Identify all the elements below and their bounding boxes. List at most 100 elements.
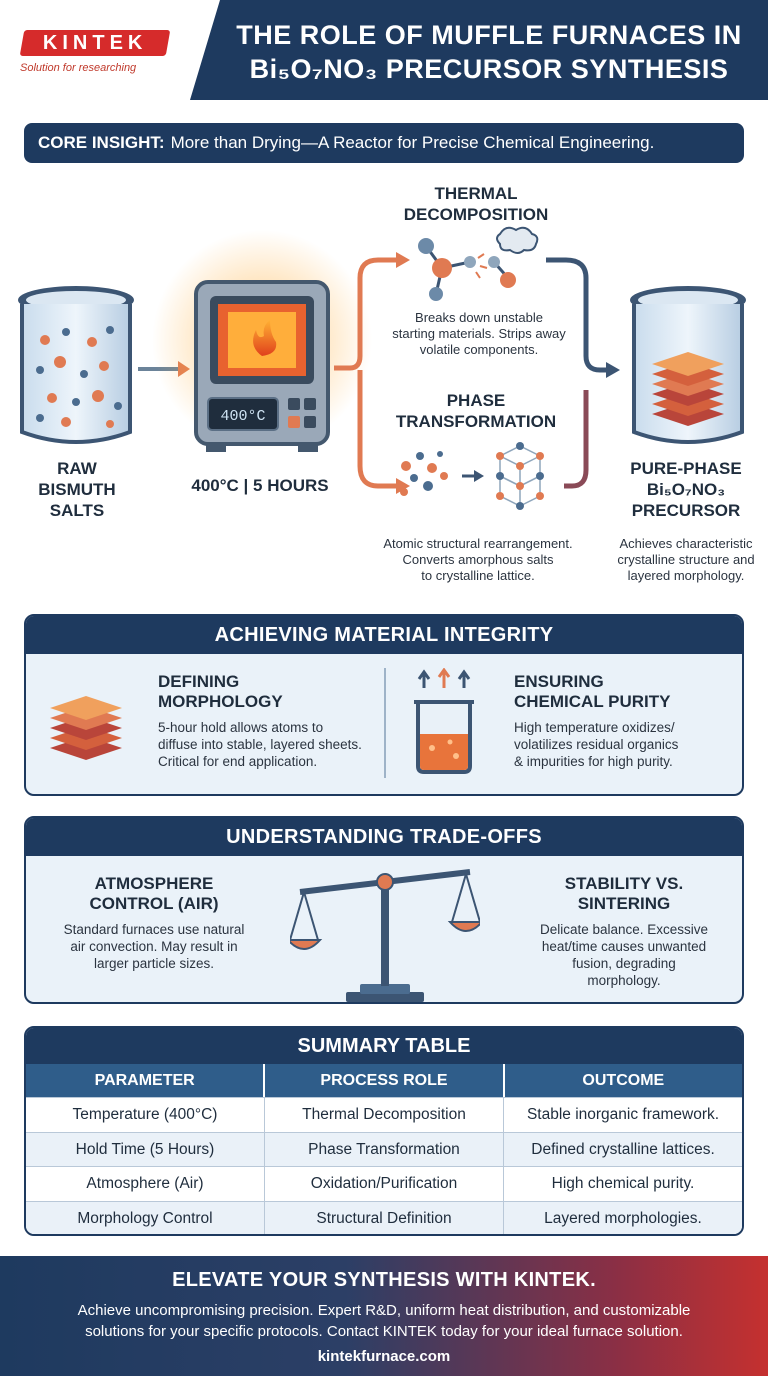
transformation-title-2: TRANSFORMATION (395, 412, 557, 431)
footer-cta: ELEVATE YOUR SYNTHESIS WITH KINTEK. Achi… (0, 1256, 768, 1376)
transformation-desc: Atomic structural rearrangement. Convert… (366, 536, 590, 584)
decomposition-desc-2: starting materials. Strips away (392, 326, 566, 341)
beaker-vapor-icon (414, 668, 474, 774)
transformation-desc-1: Atomic structural rearrangement. (383, 536, 573, 551)
stability-desc-4: morphology. (587, 973, 661, 988)
table-cell: Thermal Decomposition (265, 1098, 504, 1132)
header-band (190, 0, 768, 100)
title-line-1: THE ROLE OF MUFFLE FURNACES IN (236, 20, 742, 50)
stability-heading: STABILITY VS. SINTERING (516, 874, 732, 914)
purity-heading-1: ENSURING (514, 672, 604, 691)
footer-url-link[interactable]: kintekfurnace.com (317, 1348, 451, 1365)
purity-heading: ENSURING CHEMICAL PURITY (514, 672, 670, 712)
footer-line-2: solutions for your specific protocols. C… (85, 1323, 683, 1340)
raw-line-2: BISMUTH (38, 480, 116, 499)
insight-label: CORE INSIGHT: (38, 133, 165, 152)
morphology-desc-1: 5-hour hold allows atoms to (158, 720, 324, 735)
product-line-3: PRECURSOR (631, 501, 741, 520)
integrity-panel: ACHIEVING MATERIAL INTEGRITY DEFINING MO… (24, 614, 744, 796)
transformation-desc-2: Converts amorphous salts (402, 552, 554, 567)
table-row: Temperature (400°C) Thermal Decompositio… (26, 1097, 742, 1132)
product-desc-1: Achieves characteristic (619, 536, 753, 551)
purity-desc-1: High temperature oxidizes/ (514, 720, 675, 735)
table-cell: Structural Definition (265, 1201, 504, 1234)
table-cell: Stable inorganic framework. (526, 1106, 720, 1123)
transformation-desc-3: to crystalline lattice. (421, 568, 535, 583)
footer-title: ELEVATE YOUR SYNTHESIS WITH KINTEK. (172, 1269, 596, 1291)
table-row: Atmosphere (Air) Oxidation/Purification … (26, 1166, 742, 1201)
table-cell: Temperature (400°C) (26, 1098, 265, 1132)
product-beaker-icon (630, 286, 746, 444)
logo-tagline: Solution for researching (20, 62, 137, 74)
arrow-icon (334, 257, 398, 371)
product-line-2: Bi₅O₇NO₃ (646, 480, 726, 499)
decomposition-desc-3: volatile components. (419, 342, 539, 357)
stability-heading-2: SINTERING (577, 894, 671, 913)
atmosphere-heading-2: CONTROL (AIR) (89, 894, 219, 913)
raw-line-3: SALTS (49, 501, 105, 520)
table-cell: Layered morphologies. (544, 1209, 702, 1227)
stability-desc: Delicate balance. Excessive heat/time ca… (506, 921, 742, 989)
arrow-icon (546, 257, 608, 373)
panel-divider (384, 668, 386, 778)
tradeoffs-panel: UNDERSTANDING TRADE-OFFS ATMOSPHERE CONT… (24, 816, 744, 1004)
furnace-display: 400°C (220, 408, 265, 425)
column-header: OUTCOME (582, 1072, 665, 1089)
morphology-heading: DEFINING MORPHOLOGY (158, 672, 283, 712)
raw-line-1: RAW (57, 459, 97, 478)
table-row: Morphology Control Structural Definition… (26, 1200, 742, 1234)
table-cell: High chemical purity. (551, 1175, 695, 1192)
lattice-icon (400, 442, 544, 510)
morphology-heading-2: MORPHOLOGY (158, 692, 283, 711)
purity-desc-3: & impurities for high purity. (514, 754, 673, 769)
tradeoffs-title: UNDERSTANDING TRADE-OFFS (26, 818, 742, 856)
table-cell: Phase Transformation (265, 1132, 504, 1166)
morphology-desc-2: diffuse into stable, layered sheets. (158, 737, 362, 752)
table-row: Hold Time (5 Hours) Phase Transformation… (26, 1131, 742, 1166)
decomposition-title: THERMAL DECOMPOSITION (366, 183, 586, 225)
beaker-icon (18, 286, 134, 444)
table-cell: Atmosphere (Air) (26, 1167, 265, 1201)
raw-salts-label: RAW BISMUTH SALTS (18, 458, 136, 521)
decomposition-title-1: THERMAL (434, 184, 518, 203)
furnace-label: 400°C | 5 HOURS (191, 476, 329, 495)
product-desc-3: layered morphology. (627, 568, 745, 583)
decomposition-desc-1: Breaks down unstable (415, 310, 543, 325)
summary-table: SUMMARY TABLE PARAMETER PROCESS ROLE OUT… (24, 1026, 744, 1236)
morphology-desc-3: Critical for end application. (158, 754, 318, 769)
furnace-icon: 400°C (152, 230, 372, 452)
atmosphere-heading-1: ATMOSPHERE (94, 874, 214, 893)
table-header-row: PARAMETER PROCESS ROLE OUTCOME (26, 1064, 742, 1097)
product-line-1: PURE-PHASE (630, 459, 742, 478)
footer-line-1: Achieve uncompromising precision. Expert… (77, 1302, 691, 1319)
page-title: THE ROLE OF MUFFLE FURNACES IN Bi₅O₇NO₃ … (215, 18, 763, 86)
atmosphere-desc: Standard furnaces use natural air convec… (36, 921, 272, 972)
decomposition-title-2: DECOMPOSITION (403, 205, 549, 224)
title-line-2: Bi₅O₇NO₃ PRECURSOR SYNTHESIS (249, 54, 729, 84)
purity-desc: High temperature oxidizes/ volatilizes r… (514, 719, 678, 770)
product-label: PURE-PHASE Bi₅O₇NO₃ PRECURSOR (610, 458, 762, 521)
process-flow-diagram: 400°C (18, 226, 746, 510)
morphology-heading-1: DEFINING (158, 672, 240, 691)
atmosphere-desc-1: Standard furnaces use natural (63, 922, 245, 937)
table-cell: Defined crystalline lattices. (531, 1140, 715, 1158)
integrity-title: ACHIEVING MATERIAL INTEGRITY (26, 616, 742, 654)
purity-heading-2: CHEMICAL PURITY (514, 692, 671, 711)
transformation-title-1: PHASE (446, 391, 506, 410)
layered-sheets-icon (50, 696, 122, 760)
summary-title: SUMMARY TABLE (26, 1028, 742, 1064)
balance-scale-icon (290, 869, 480, 1002)
stability-desc-1: Delicate balance. Excessive (539, 922, 709, 937)
table-cell: Hold Time (5 Hours) (26, 1132, 265, 1166)
insight-text: More than Drying—A Reactor for Precise C… (170, 133, 655, 152)
column-header: PROCESS ROLE (265, 1064, 505, 1097)
atmosphere-desc-2: air convection. May result in (70, 939, 238, 954)
kintek-logo[interactable]: KINTEK (19, 30, 171, 56)
purity-desc-2: volatilizes residual organics (514, 737, 679, 752)
stability-heading-1: STABILITY VS. (564, 874, 684, 893)
transformation-title: PHASE TRANSFORMATION (366, 390, 586, 432)
core-insight-bar: CORE INSIGHT: More than Drying—A Reactor… (24, 123, 744, 163)
decomposition-desc: Breaks down unstable starting materials.… (376, 310, 582, 358)
stability-desc-3: fusion, degrading (572, 956, 676, 971)
layered-sheets-icon (652, 352, 724, 426)
